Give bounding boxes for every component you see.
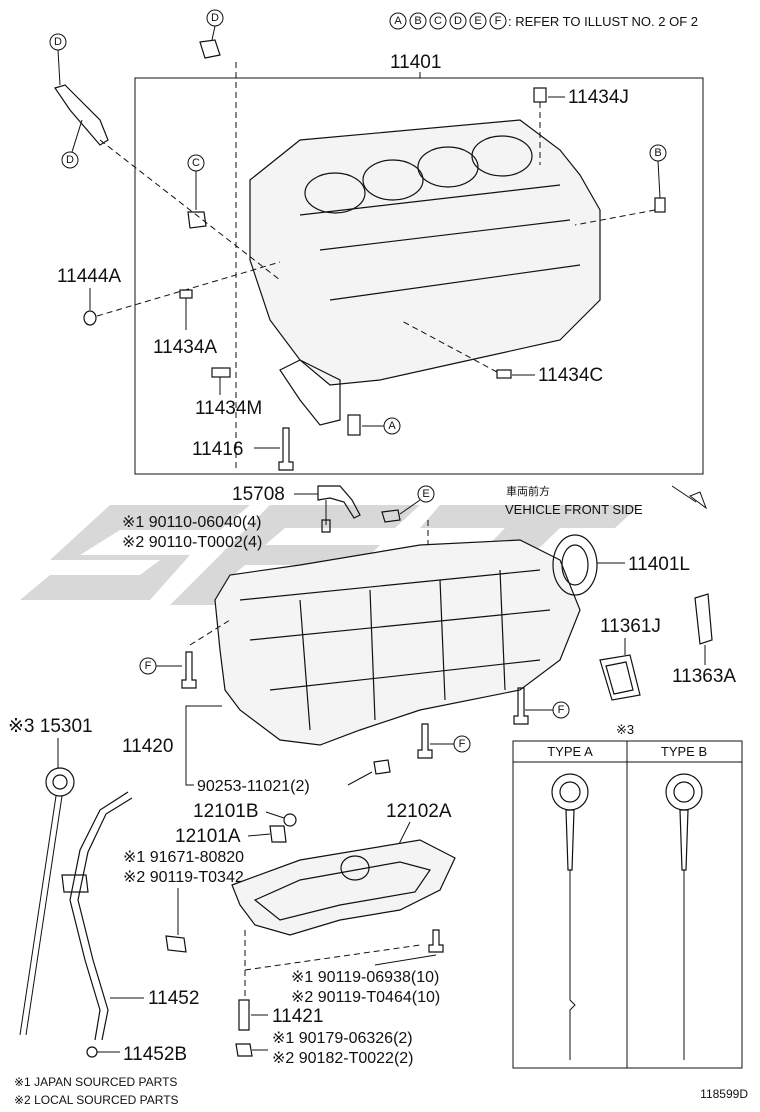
label-11434m: 11434M: [195, 398, 262, 419]
cylinder-block-frame: [134, 77, 704, 475]
oil-seal-11401l: [552, 534, 598, 596]
label-91671: ※1 91671-80820: [123, 849, 244, 866]
label-11363a: 11363A: [672, 666, 736, 687]
label-11420: 11420: [122, 736, 173, 757]
legend-letter-f: F: [495, 15, 502, 27]
callout-b: B: [654, 147, 661, 159]
pin-b: [654, 197, 666, 213]
footnote-2: ※2 LOCAL SOURCED PARTS: [14, 1093, 179, 1107]
bolt-90110: [321, 519, 331, 533]
callout-e: E: [422, 488, 429, 500]
callout-c: C: [192, 157, 200, 169]
bolt-f-3: [417, 723, 433, 759]
legend-letter-b: B: [414, 15, 421, 27]
bolt-e: [381, 509, 401, 523]
legend-letter-c: C: [434, 15, 442, 27]
gasket-12101b: [283, 813, 297, 827]
plate-11363a: [694, 593, 713, 645]
pin-11434a: [179, 289, 193, 299]
label-11444a: 11444A: [57, 266, 121, 287]
label-90179: ※1 90179-06326(2): [272, 1030, 413, 1047]
footnote-1: ※1 JAPAN SOURCED PARTS: [14, 1075, 177, 1089]
dipstick-15301: [19, 767, 75, 1036]
label-12101a: 12101A: [175, 826, 241, 847]
o-ring-11444a: [83, 310, 97, 326]
label-11421: 11421: [272, 1006, 323, 1027]
label-11401l: 11401L: [628, 554, 690, 575]
callout-f-2: F: [558, 704, 565, 716]
label-90110-t0002: ※2 90110-T0002(4): [122, 534, 262, 551]
bolt-f-2: [513, 687, 529, 725]
direction-jp: 車両前方: [506, 484, 550, 498]
stud-11421: [238, 999, 250, 1031]
bolt-f-1: [181, 651, 197, 689]
type-a-header: TYPE A: [547, 744, 593, 759]
oil-pan-illustration: [231, 839, 456, 936]
plug-90253: [373, 759, 391, 775]
cylinder-block-illustration: [249, 119, 601, 436]
callout-d-2: D: [211, 12, 219, 24]
label-11416: 11416: [192, 439, 243, 460]
label-11434j: 11434J: [568, 87, 629, 108]
pin-11434c: [496, 369, 512, 379]
dipstick-type-a: [551, 773, 589, 1060]
type-table-note: ※3: [616, 722, 634, 737]
bolt-91671: [165, 935, 187, 953]
callout-f-3: F: [459, 738, 466, 750]
label-90110-06040: ※1 90110-06040(4): [122, 514, 261, 531]
dipstick-type-b: [665, 773, 703, 1060]
label-11434a: 11434A: [153, 337, 217, 358]
legend-refer-text: : REFER TO ILLUST NO. 2 OF 2: [508, 14, 698, 29]
label-90119-06938: ※1 90119-06938(10): [291, 969, 439, 986]
dowel-pin-11434j: [533, 87, 547, 103]
label-15708: 15708: [232, 484, 285, 505]
callout-f-1: F: [145, 660, 152, 672]
bolt-90119: [428, 929, 444, 953]
callout-d-1: D: [54, 36, 62, 48]
callout-a: A: [388, 420, 396, 432]
callout-d-3: D: [66, 154, 74, 166]
label-12101b: 12101B: [193, 801, 259, 822]
o-ring-11452b: [86, 1046, 98, 1058]
pin-11434m: [211, 367, 231, 378]
label-12102a: 12102A: [386, 801, 452, 822]
type-b-header: TYPE B: [661, 744, 707, 759]
nozzle-15708: [317, 485, 361, 519]
label-11452: 11452: [148, 988, 199, 1009]
figure-id: 118599D: [700, 1087, 748, 1101]
label-90119-t0464: ※2 90119-T0464(10): [291, 989, 440, 1006]
label-90119-t0342: ※2 90119-T0342: [123, 869, 244, 886]
dipstick-guide-11452: [61, 791, 133, 1041]
direction-en: VEHICLE FRONT SIDE: [505, 502, 643, 517]
bolt-11416: [278, 427, 294, 471]
refer-legend: A B C D E F : REFER TO ILLUST NO. 2 OF 2: [389, 12, 698, 30]
label-90253: 90253-11021(2): [197, 778, 310, 795]
legend-letter-e: E: [474, 15, 481, 27]
oil-jet-fitting: [54, 39, 221, 146]
label-11401: 11401: [390, 52, 441, 73]
legend-letter-d: D: [454, 15, 462, 27]
legend-letter-a: A: [394, 15, 402, 27]
label-11452b: 11452B: [123, 1044, 187, 1065]
plug-12101a: [269, 825, 287, 843]
nut-90179: [235, 1043, 253, 1057]
crankcase-illustration: [214, 539, 581, 746]
label-90182: ※2 90182-T0022(2): [272, 1050, 414, 1067]
direction-arrow-icon: [671, 485, 708, 510]
label-15301: ※3 15301: [8, 716, 93, 737]
gasket-11361j: [599, 654, 641, 701]
label-11434c: 11434C: [538, 365, 603, 386]
plug-c: [187, 211, 207, 229]
dipstick-type-table: TYPE A TYPE B: [512, 740, 743, 1069]
label-11361j: 11361J: [600, 616, 661, 637]
